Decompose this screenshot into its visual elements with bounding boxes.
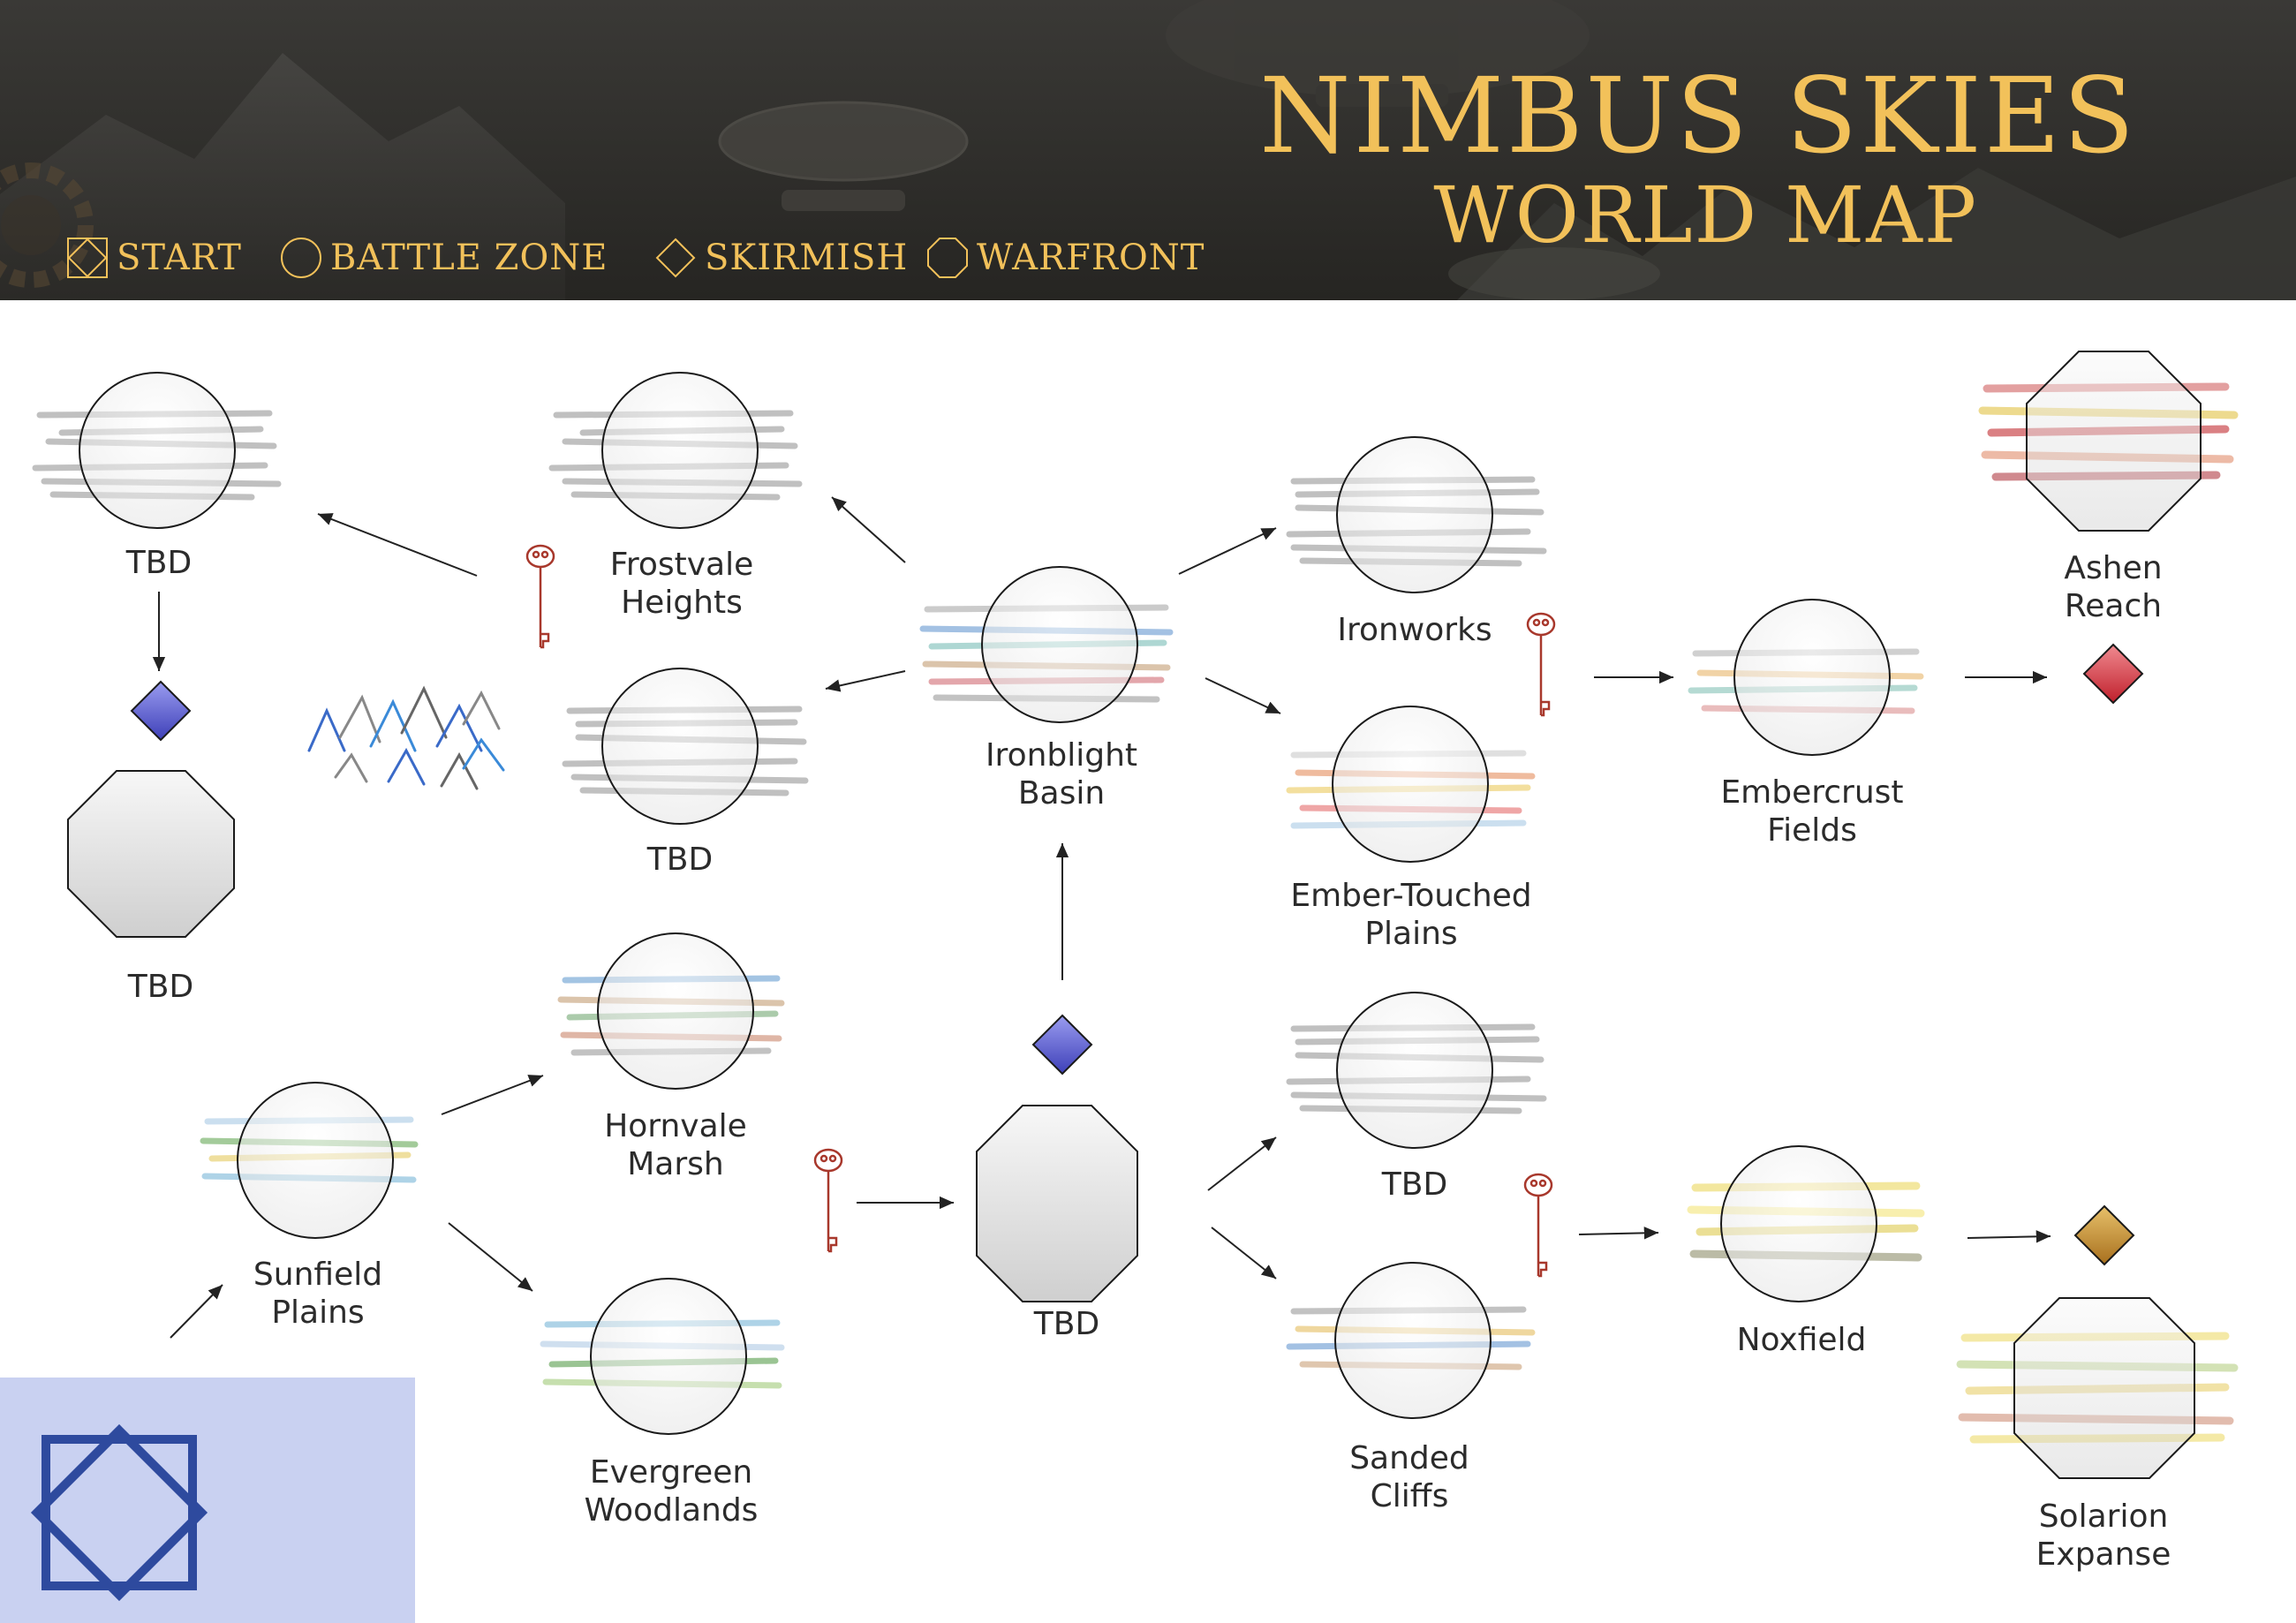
location-label-tbd-mid: TBD — [646, 842, 714, 878]
location-label-ironblight-basin: Ironblight Basin — [985, 737, 1138, 812]
location-label-ironworks: Ironworks — [1337, 612, 1492, 648]
mountain-silhouette-right — [1457, 168, 2296, 300]
skirmish-icon — [655, 238, 696, 278]
battle-zone-ironworks[interactable] — [1336, 436, 1493, 593]
battle-zone-hornvale-marsh[interactable] — [597, 932, 754, 1090]
warfront-solarion-expanse[interactable] — [2013, 1297, 2195, 1479]
arrow — [317, 513, 478, 577]
arrow — [1578, 1227, 1659, 1240]
arrow — [448, 1222, 533, 1292]
location-label-sanded-cliffs: Sanded Cliffs — [1349, 1440, 1469, 1514]
mountain-silhouette — [0, 53, 565, 300]
location-label-solarion-expanse: Solarion Expanse — [2035, 1498, 2171, 1573]
start-icon — [67, 238, 108, 278]
battle-zone-ironblight-basin[interactable] — [981, 566, 1138, 723]
arrow — [1178, 527, 1277, 575]
key-icon[interactable] — [1523, 1173, 1553, 1278]
battle-zones — [79, 372, 1891, 1435]
location-label-hornvale-marsh: Hornvale Marsh — [604, 1108, 747, 1182]
location-label-noxfield: Noxfield — [1736, 1322, 1867, 1358]
battle-zone-evergreen-woodlands[interactable] — [590, 1278, 747, 1435]
mountain-sketch-icon — [307, 685, 505, 790]
battle-zone-frostvale-heights[interactable] — [601, 372, 759, 529]
warfronts — [67, 351, 2202, 1479]
location-label-tbd-left-warfront: TBD — [127, 969, 194, 1005]
key-icon[interactable] — [525, 544, 555, 649]
path-arrows — [152, 496, 2051, 1339]
battle-zone-icon — [281, 238, 321, 278]
legend-label: BATTLE ZONE — [330, 238, 608, 278]
arrow — [825, 670, 906, 692]
legend-start: START — [65, 231, 242, 284]
airship-icon — [1166, 0, 1590, 107]
keys — [525, 544, 1556, 1278]
map-subtitle: WORLD MAP — [1433, 170, 1978, 260]
location-label-sunfield-plains: Sunfield Plains — [253, 1257, 383, 1331]
warfront-tbd-center[interactable] — [976, 1105, 1138, 1302]
arrow — [1967, 1230, 2051, 1243]
skirmish-solarion[interactable] — [2073, 1204, 2135, 1266]
warfront-icon — [927, 238, 968, 278]
location-label-evergreen-woodlands: Evergreen Woodlands — [584, 1454, 759, 1529]
gear-icon — [0, 162, 94, 288]
location-label-tbd-lower-right: TBD — [1381, 1166, 1448, 1203]
arrow — [831, 496, 906, 563]
warfront-tbd-left[interactable] — [67, 770, 235, 938]
legend-label: START — [117, 238, 242, 278]
airship-icon — [718, 101, 969, 211]
airship-icon — [1448, 247, 1660, 300]
header-banner: NIMBUS SKIES WORLD MAP START BATTLE ZONE… — [0, 0, 2296, 300]
arrow — [170, 1284, 223, 1339]
location-label-tbd-center-warfront: TBD — [1033, 1306, 1100, 1342]
skirmish-ashen[interactable] — [2082, 643, 2144, 705]
key-icon[interactable] — [1526, 612, 1556, 717]
airship-backdrop — [0, 0, 2296, 300]
scribble-layer — [0, 382, 2239, 1623]
skirmish-center[interactable] — [1031, 1014, 1093, 1076]
location-label-embercrust-fields: Embercrust Fields — [1720, 774, 1904, 849]
legend-battle-zone: BATTLE ZONE — [279, 231, 608, 284]
battle-zone-sanded-cliffs[interactable] — [1334, 1262, 1492, 1419]
legend-skirmish: SKIRMISH — [653, 231, 908, 284]
location-label-tbd-top-left: TBD — [125, 545, 193, 581]
battle-zone-tbd-mid[interactable] — [601, 668, 759, 825]
map-title: NIMBUS SKIES — [1259, 55, 2137, 177]
start-marker[interactable] — [30, 1423, 208, 1602]
battle-zone-embercrust-fields[interactable] — [1733, 599, 1891, 756]
arrow — [1205, 677, 1281, 714]
battle-zone-tbd-lower-right[interactable] — [1336, 992, 1493, 1149]
battle-zone-ember-touched-plains[interactable] — [1332, 706, 1489, 863]
location-label-frostvale-heights: Frostvale Heights — [609, 547, 754, 621]
battle-zone-noxfield[interactable] — [1720, 1145, 1877, 1302]
legend-label: WARFRONT — [977, 238, 1205, 278]
battle-zone-sunfield-plains[interactable] — [237, 1082, 394, 1239]
key-icon[interactable] — [813, 1148, 843, 1253]
legend-warfront: WARFRONT — [925, 231, 1205, 284]
battle-zone-tbd-top-left[interactable] — [79, 372, 236, 529]
arrow — [1211, 1227, 1277, 1280]
arrow — [1207, 1136, 1277, 1191]
skirmish-left[interactable] — [130, 680, 192, 742]
location-label-ashen-reach: Ashen Reach — [2064, 550, 2163, 624]
warfront-ashen-reach[interactable] — [2026, 351, 2202, 532]
legend-label: SKIRMISH — [705, 238, 909, 278]
location-label-ember-touched-plains: Ember-Touched Plains — [1290, 878, 1532, 952]
arrow — [441, 1075, 544, 1115]
